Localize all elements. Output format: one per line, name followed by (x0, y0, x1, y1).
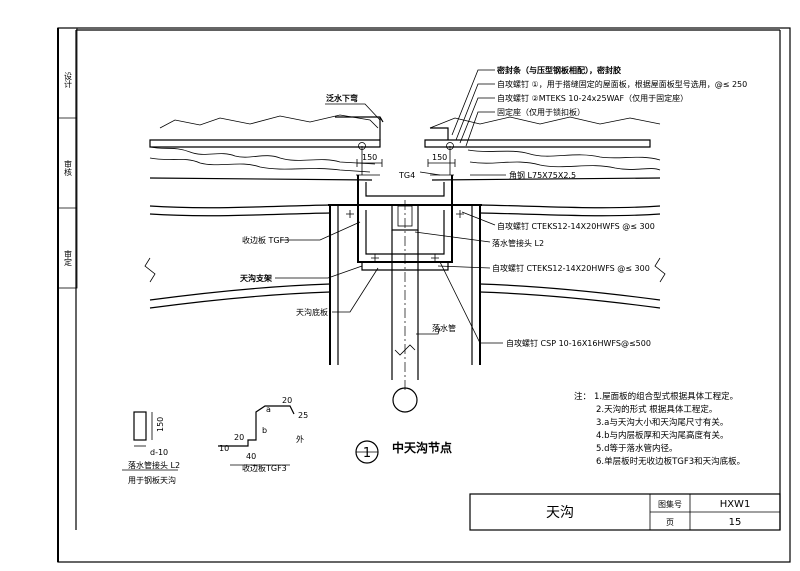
label-downpipe: 落水管 (432, 323, 456, 333)
outlet-joint-detail (122, 411, 178, 471)
title-block-name: 天沟 (546, 505, 574, 521)
page-label: 页 (666, 518, 674, 527)
sheet-border (57, 27, 791, 563)
sidebar-label-design: 设计 (64, 71, 73, 89)
outlet-detail-sub: 用于钢板天沟 (128, 475, 176, 485)
gutter-detail-drawing (144, 69, 666, 413)
sidebar-label-review: 审核 (64, 159, 73, 177)
label-fixing-seat: 固定座（仅用于锁扣板） (497, 107, 585, 117)
caption-number: 1 (363, 446, 371, 461)
label-flash-plate: 收边板 TGF3 (242, 235, 289, 245)
note-item: 1.屋面板的组合型式根据具体工程定。 (594, 391, 738, 402)
drawing-no-label: 图集号 (658, 499, 682, 509)
flash-dim: 20 (234, 433, 244, 442)
note-item: 4.b与内层板厚和天沟尾高度有关。 (596, 430, 729, 441)
label-gutter-bottom: 天沟底板 (296, 307, 328, 317)
sidebar-label-approve: 审定 (64, 249, 73, 267)
flash-detail-title: 收边板TGF3 (242, 463, 287, 473)
flash-dim: 40 (246, 452, 256, 461)
note-item: 3.a与天沟大小和天沟尾尺寸有关。 (596, 417, 728, 428)
flash-dim: b (262, 426, 267, 435)
notes-title: 注： (574, 391, 591, 402)
title-block (469, 493, 781, 531)
outlet-dim-d: d-10 (150, 448, 168, 457)
label-tg4: TG4 (398, 171, 415, 180)
flash-plate-detail (218, 405, 295, 466)
drawing-no: HXW1 (720, 499, 751, 510)
label-screw-mid-right: 自攻螺钉 CTEKS12-14X20HWFS @≤ 300 (492, 263, 650, 273)
flash-dim: 25 (298, 411, 308, 420)
label-screw-1: 自攻螺钉 ①，用于搭缝固定的屋面板，根据屋面板型号选用，@≤ 250 (497, 79, 747, 89)
flash-dim: 10 (219, 444, 229, 453)
label-screw-2: 自攻螺钉 ②MTEKS 10-24x25WAF（仅用于固定座） (497, 93, 688, 103)
outlet-detail-title: 落水管接头 L2 (128, 460, 180, 470)
dim-150-left: 150 (362, 153, 377, 162)
dim-150-right: 150 (432, 153, 447, 162)
flash-dim: 20 (282, 396, 292, 405)
note-item: 5.d等于落水管内径。 (596, 443, 678, 454)
label-gutter-support: 天沟支架 (240, 273, 272, 283)
note-item: 6.单层板时无收边板TGF3和天沟底板。 (596, 456, 745, 467)
flash-dim: a (266, 405, 271, 414)
caption-title: 中天沟节点 (392, 440, 452, 455)
flash-dim: 外 (296, 434, 304, 444)
label-flashing: 泛水下弯 (326, 93, 358, 103)
label-sealant: 密封条（与压型钢板相配），密封胶 (496, 65, 621, 75)
note-item: 2.天沟的形式 根据具体工程定。 (596, 404, 717, 415)
label-screw-bottom: 自攻螺钉 CSP 10-16X16HWFS@≤500 (506, 338, 651, 348)
label-outlet-joint: 落水管接头 L2 (492, 238, 544, 248)
label-screw-top-right: 自攻螺钉 CTEKS12-14X20HWFS @≤ 300 (497, 221, 655, 231)
outlet-dim-150: 150 (156, 417, 165, 432)
label-angle: 角钢 L75X75X2.5 (509, 170, 576, 180)
page-number: 15 (729, 517, 742, 528)
